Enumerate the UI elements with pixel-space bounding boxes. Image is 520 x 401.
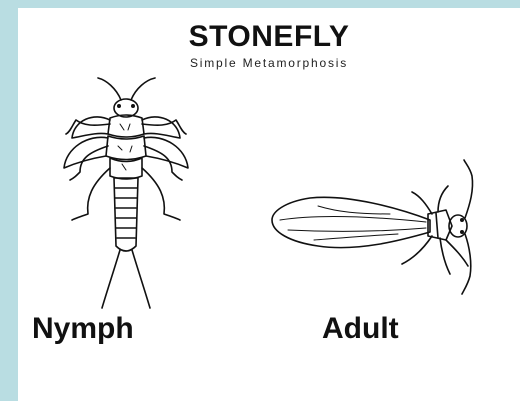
stage-label-adult: Adult [322,312,399,346]
diagram-panel: STONEFLY Simple Metamorphosis [18,8,520,401]
stage-label-nymph: Nymph [32,312,134,346]
